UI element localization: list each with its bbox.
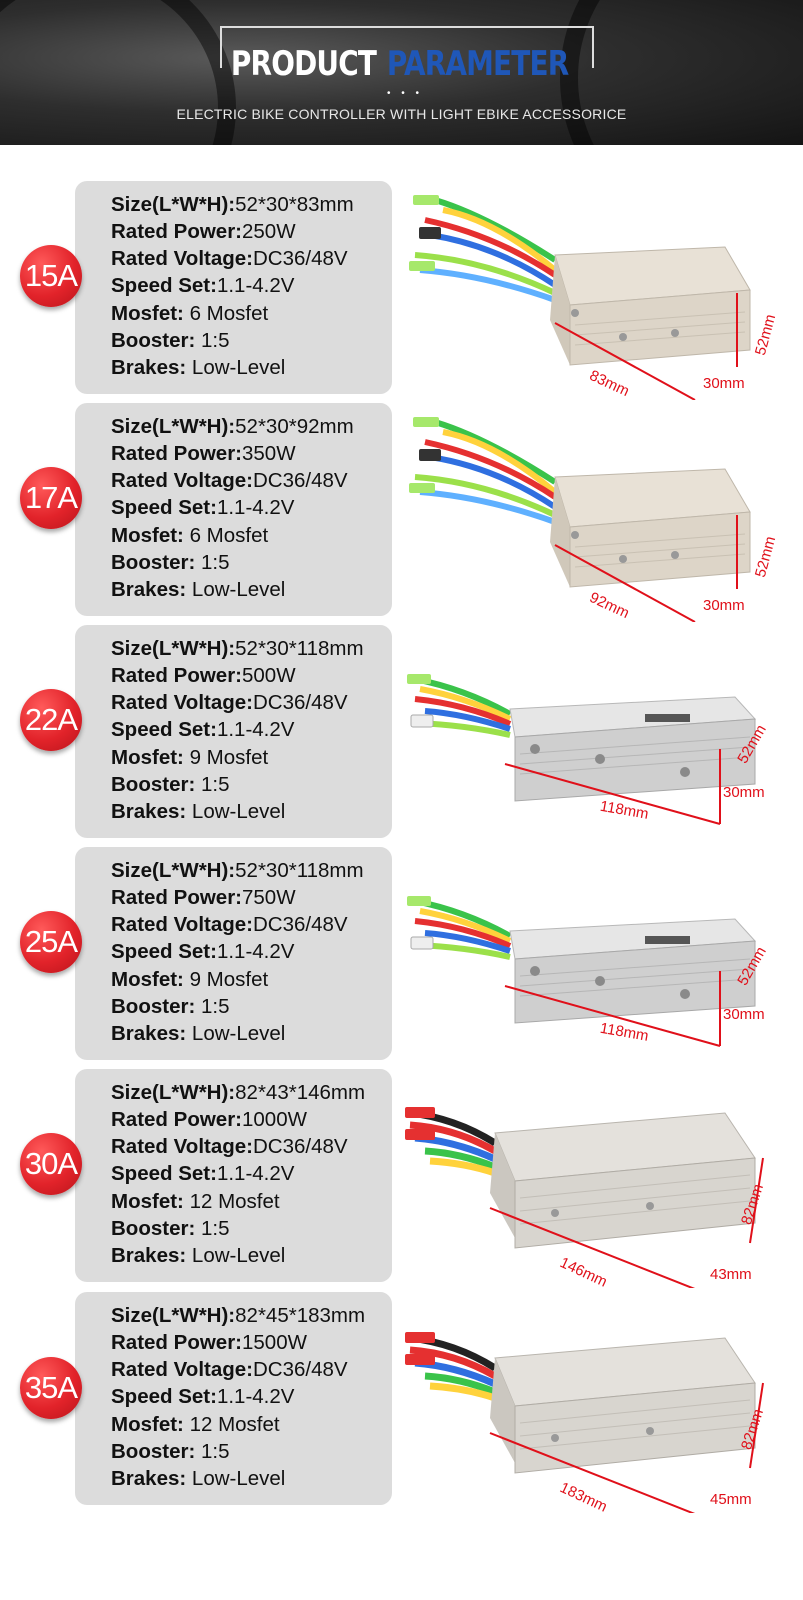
spec-brakes: Brakes: Low-Level xyxy=(111,356,286,379)
spec-speed: Speed Set:1.1-4.2V xyxy=(111,940,295,963)
spec-size: Size(L*W*H):82*45*183mm xyxy=(111,1304,366,1327)
controller-image: 146mm 82mm 43mm xyxy=(405,1063,790,1288)
controller-image: 118mm 52mm 30mm xyxy=(405,619,790,844)
width-dimension: 30mm xyxy=(703,375,745,392)
spec-mosfet: Mosfet: 12 Mosfet xyxy=(111,1413,280,1436)
spec-booster: Booster: 1:5 xyxy=(111,551,230,574)
spec-booster: Booster: 1:5 xyxy=(111,995,230,1018)
dimension-lines xyxy=(489,1157,764,1288)
spec-power: Rated Power:350W xyxy=(111,442,296,465)
wire-bundle xyxy=(405,1107,497,1177)
dimension-lines xyxy=(554,293,738,400)
spec-card: Size(L*W*H):52*30*92mm Rated Power:350W … xyxy=(75,403,392,616)
dimension-lines xyxy=(504,749,721,825)
spec-power: Rated Power:750W xyxy=(111,886,296,909)
controller-box xyxy=(550,246,751,366)
wire-bundle xyxy=(409,417,557,525)
spec-voltage: Rated Voltage:DC36/48V xyxy=(111,913,348,936)
spec-card: Size(L*W*H):52*30*118mm Rated Power:750W… xyxy=(75,847,392,1060)
height-dimension: 52mm xyxy=(752,534,779,579)
spec-card: Size(L*W*H):82*45*183mm Rated Power:1500… xyxy=(75,1292,392,1505)
wire-bundle xyxy=(407,674,512,738)
length-dimension: 83mm xyxy=(587,367,632,400)
spec-speed: Speed Set:1.1-4.2V xyxy=(111,1385,295,1408)
controller-image: 83mm 52mm 30mm xyxy=(405,175,790,400)
wire-bundle xyxy=(409,195,557,303)
controller-box xyxy=(509,696,757,802)
title-main: PRODUCT xyxy=(231,44,377,84)
width-dimension: 43mm xyxy=(710,1266,752,1283)
spec-brakes: Brakes: Low-Level xyxy=(111,800,286,823)
spec-speed: Speed Set:1.1-4.2V xyxy=(111,496,295,519)
spec-voltage: Rated Voltage:DC36/48V xyxy=(111,691,348,714)
controller-box xyxy=(490,1337,756,1474)
spec-card: Size(L*W*H):52*30*118mm Rated Power:500W… xyxy=(75,625,392,838)
spec-mosfet: Mosfet: 9 Mosfet xyxy=(111,968,269,991)
length-dimension: 146mm xyxy=(557,1254,610,1288)
spec-mosfet: Mosfet: 6 Mosfet xyxy=(111,524,269,547)
spec-mosfet: Mosfet: 6 Mosfet xyxy=(111,302,269,325)
length-dimension: 183mm xyxy=(557,1479,610,1513)
amperage-badge: 22A xyxy=(20,689,82,751)
spec-size: Size(L*W*H):82*43*146mm xyxy=(111,1081,366,1104)
page-title: PRODUCT PARAMETER xyxy=(0,44,803,84)
spec-speed: Speed Set:1.1-4.2V xyxy=(111,1162,295,1185)
spec-booster: Booster: 1:5 xyxy=(111,1440,230,1463)
spec-brakes: Brakes: Low-Level xyxy=(111,578,286,601)
width-dimension: 30mm xyxy=(723,1006,765,1023)
title-dots: • • • xyxy=(386,88,424,99)
spec-mosfet: Mosfet: 12 Mosfet xyxy=(111,1190,280,1213)
wire-bundle xyxy=(407,896,512,960)
spec-voltage: Rated Voltage:DC36/48V xyxy=(111,469,348,492)
controller-box xyxy=(550,468,751,588)
spec-size: Size(L*W*H):52*30*83mm xyxy=(111,193,354,216)
spec-power: Rated Power:1000W xyxy=(111,1108,307,1131)
spec-power: Rated Power:1500W xyxy=(111,1331,307,1354)
spec-voltage: Rated Voltage:DC36/48V xyxy=(111,1358,348,1381)
controller-image: 118mm 52mm 30mm xyxy=(405,841,790,1066)
width-dimension: 30mm xyxy=(723,784,765,801)
title-accent: PARAMETER xyxy=(386,44,568,84)
amperage-badge: 30A xyxy=(20,1133,82,1195)
spec-size: Size(L*W*H):52*30*118mm xyxy=(111,859,364,882)
spec-card: Size(L*W*H):82*43*146mm Rated Power:1000… xyxy=(75,1069,392,1282)
amperage-badge: 15A xyxy=(20,245,82,307)
spec-booster: Booster: 1:5 xyxy=(111,329,230,352)
spec-size: Size(L*W*H):52*30*118mm xyxy=(111,637,364,660)
dimension-lines xyxy=(504,971,721,1047)
amperage-badge: 17A xyxy=(20,467,82,529)
spec-mosfet: Mosfet: 9 Mosfet xyxy=(111,746,269,769)
spec-brakes: Brakes: Low-Level xyxy=(111,1467,286,1490)
spec-power: Rated Power:500W xyxy=(111,664,296,687)
width-dimension: 45mm xyxy=(710,1491,752,1508)
spec-voltage: Rated Voltage:DC36/48V xyxy=(111,1135,348,1158)
spec-speed: Speed Set:1.1-4.2V xyxy=(111,274,295,297)
controller-box xyxy=(490,1112,756,1249)
header-banner: PRODUCT PARAMETER • • • ELECTRIC BIKE CO… xyxy=(0,0,803,145)
wire-bundle xyxy=(405,1332,497,1402)
spec-booster: Booster: 1:5 xyxy=(111,1217,230,1240)
spec-power: Rated Power:250W xyxy=(111,220,296,243)
controller-image: 92mm 52mm 30mm xyxy=(405,397,790,622)
tire-background xyxy=(560,0,803,145)
spec-speed: Speed Set:1.1-4.2V xyxy=(111,718,295,741)
controller-box xyxy=(509,918,757,1024)
length-dimension: 92mm xyxy=(587,589,632,622)
spec-card: Size(L*W*H):52*30*83mm Rated Power:250W … xyxy=(75,181,392,394)
amperage-badge: 35A xyxy=(20,1357,82,1419)
controller-image: 183mm 82mm 45mm xyxy=(405,1288,790,1513)
title-frame xyxy=(220,26,594,68)
dimension-lines xyxy=(554,515,738,622)
width-dimension: 30mm xyxy=(703,597,745,614)
spec-brakes: Brakes: Low-Level xyxy=(111,1022,286,1045)
height-dimension: 52mm xyxy=(752,312,779,357)
spec-booster: Booster: 1:5 xyxy=(111,773,230,796)
spec-size: Size(L*W*H):52*30*92mm xyxy=(111,415,354,438)
amperage-badge: 25A xyxy=(20,911,82,973)
spec-brakes: Brakes: Low-Level xyxy=(111,1244,286,1267)
page-subtitle: ELECTRIC BIKE CONTROLLER WITH LIGHT EBIK… xyxy=(176,106,627,122)
spec-voltage: Rated Voltage:DC36/48V xyxy=(111,247,348,270)
dimension-lines xyxy=(489,1382,764,1513)
